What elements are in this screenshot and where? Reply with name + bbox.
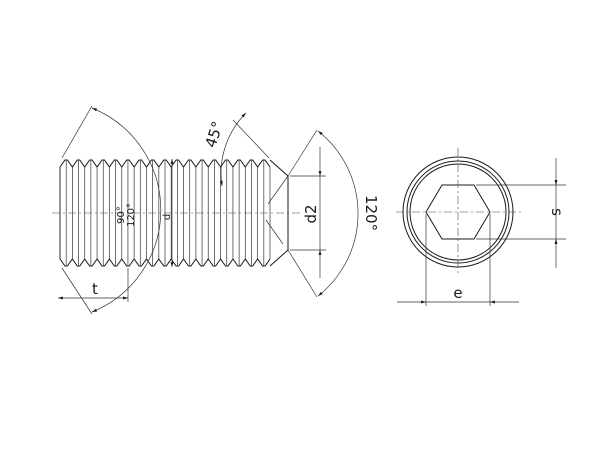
s-label: s: [548, 208, 566, 216]
e-label: e: [453, 284, 462, 302]
angle-45-arc: [219, 112, 247, 187]
angle-extension-bottom: [61, 267, 93, 315]
hex-socket: [425, 184, 491, 240]
d-label: d: [162, 214, 173, 220]
angle-45-extension: [232, 119, 270, 159]
point-angle-extension-top: [287, 129, 318, 177]
angle-90-label: 90°: [116, 206, 127, 224]
d2-label: d2: [302, 204, 320, 223]
angle-45-label: 45°: [202, 119, 227, 150]
cone-point-lines: [265, 175, 289, 245]
side-view: d 90° 120° t 45° 120° d2: [52, 105, 380, 315]
point-angle-arc: [317, 130, 359, 297]
end-view: s e: [396, 148, 566, 306]
t-label: t: [92, 280, 98, 298]
angle-extension-top: [61, 105, 93, 159]
angle-120-socket-label: 120°: [126, 203, 137, 227]
angle-120-point-label: 120°: [362, 195, 380, 231]
point-angle-extension-bottom: [287, 249, 318, 298]
socket-angle-arc: [91, 107, 162, 313]
